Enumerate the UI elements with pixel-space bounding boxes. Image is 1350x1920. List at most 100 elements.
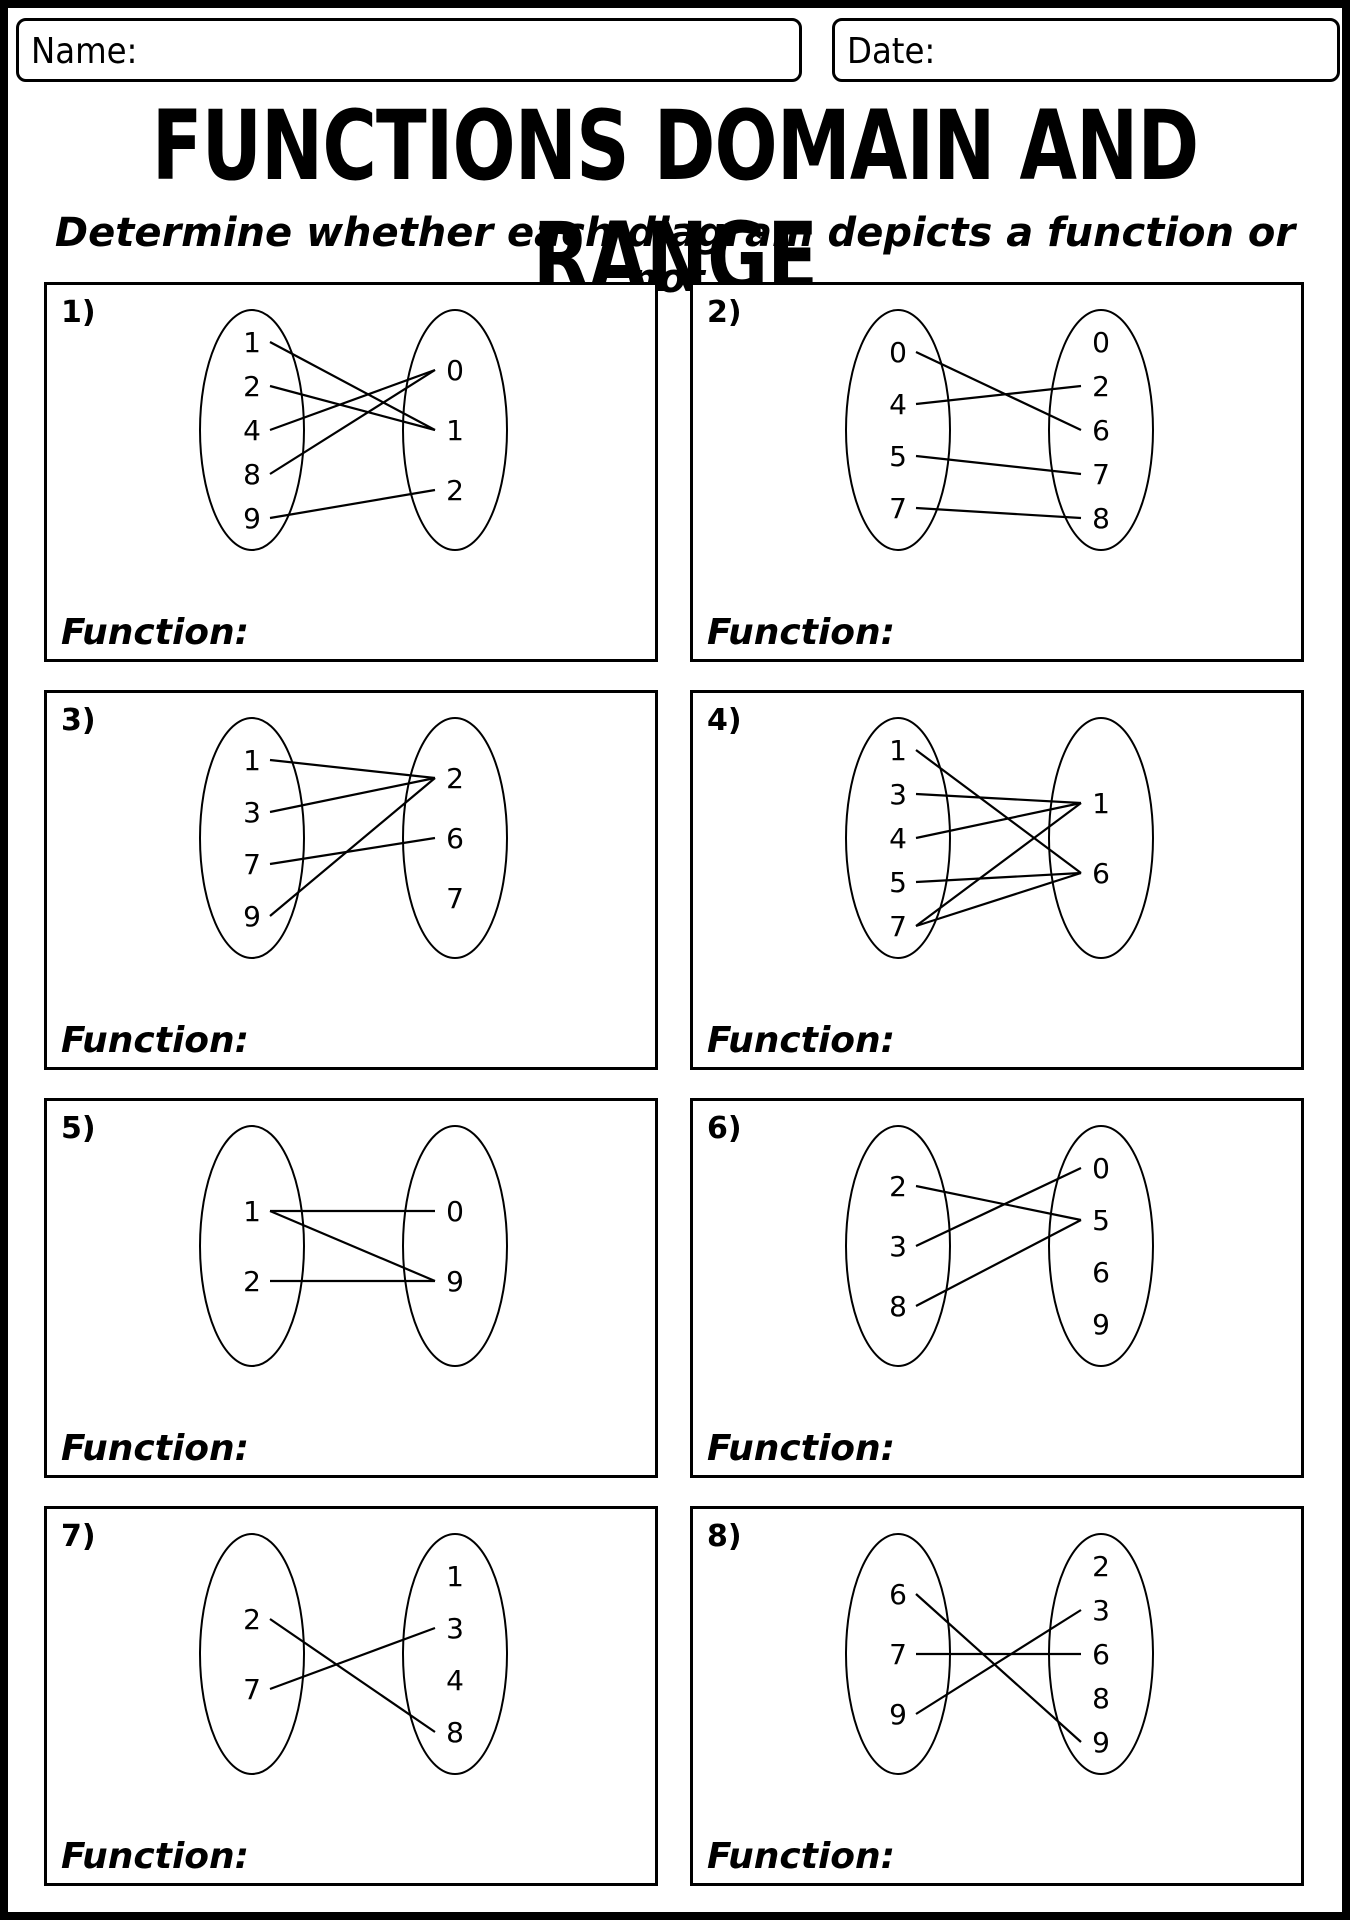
mapping-arrow (915, 1184, 1082, 1222)
domain-value: 1 (243, 326, 261, 359)
range-value: 7 (446, 882, 464, 915)
range-value: 0 (1092, 326, 1110, 359)
mapping-arrow (269, 369, 436, 475)
range-value: 6 (1092, 1638, 1110, 1671)
range-value: 9 (1092, 1308, 1110, 1341)
problem-number: 8) (707, 1519, 742, 1554)
mapping-arrow (269, 1618, 436, 1733)
range-value: 0 (446, 354, 464, 387)
range-value: 0 (446, 1195, 464, 1228)
mapping-arrow (269, 1209, 436, 1283)
function-answer-label[interactable]: Function: (707, 1428, 896, 1469)
function-answer-label[interactable]: Function: (61, 612, 250, 653)
problem-number: 1) (61, 295, 96, 330)
name-label: Name: (31, 31, 138, 72)
domain-value: 2 (243, 1603, 261, 1636)
range-value: 6 (1092, 414, 1110, 447)
domain-value: 7 (889, 492, 907, 525)
range-oval (1048, 1125, 1154, 1367)
mapping-arrow (915, 749, 1082, 874)
problem-number: 7) (61, 1519, 96, 1554)
range-oval (402, 1533, 508, 1775)
problem-number: 3) (61, 703, 96, 738)
date-field[interactable]: Date: (832, 18, 1340, 82)
problem-number: 2) (707, 295, 742, 330)
domain-value: 4 (889, 388, 907, 421)
domain-value: 9 (889, 1698, 907, 1731)
range-value: 1 (1092, 787, 1110, 820)
domain-oval (845, 309, 951, 551)
range-value: 9 (446, 1265, 464, 1298)
range-oval (402, 1125, 508, 1367)
range-oval (1048, 717, 1154, 959)
domain-value: 7 (889, 910, 907, 943)
range-oval (402, 309, 508, 551)
domain-value: 6 (889, 1578, 907, 1611)
domain-value: 3 (889, 778, 907, 811)
domain-oval (845, 1125, 951, 1367)
range-value: 1 (446, 414, 464, 447)
range-value: 3 (1092, 1594, 1110, 1627)
domain-value: 4 (889, 822, 907, 855)
domain-value: 7 (243, 848, 261, 881)
mapping-arrow (915, 792, 1082, 805)
problem-number: 6) (707, 1111, 742, 1146)
mapping-arrow (915, 801, 1082, 840)
range-value: 8 (1092, 502, 1110, 535)
domain-value: 8 (889, 1290, 907, 1323)
domain-value: 2 (243, 1265, 261, 1298)
mapping-arrow (915, 1609, 1082, 1715)
domain-value: 3 (243, 796, 261, 829)
worksheet-title: FUNCTIONS DOMAIN AND RANGE (151, 90, 1199, 314)
domain-value: 5 (889, 440, 907, 473)
mapping-arrow (269, 368, 436, 432)
date-label: Date: (847, 31, 936, 72)
domain-value: 7 (243, 1673, 261, 1706)
mapping-arrow (915, 1593, 1082, 1743)
range-value: 2 (1092, 370, 1110, 403)
mapping-arrow (269, 384, 436, 432)
range-value: 8 (1092, 1682, 1110, 1715)
domain-oval (199, 1533, 305, 1775)
instructions: Determine whether each diagram depicts a… (54, 210, 1296, 302)
domain-value: 0 (889, 336, 907, 369)
mapping-arrow (269, 758, 436, 780)
range-oval (1048, 309, 1154, 551)
function-answer-label[interactable]: Function: (707, 1836, 896, 1877)
domain-value: 1 (889, 734, 907, 767)
range-value: 2 (446, 762, 464, 795)
mapping-arrow (915, 351, 1082, 431)
mapping-diagram-4: 1 3 4 5 7 1 6 (845, 717, 1154, 959)
mapping-arrow (269, 341, 436, 431)
range-value: 6 (1092, 1256, 1110, 1289)
domain-value: 1 (243, 744, 261, 777)
domain-value: 5 (889, 866, 907, 899)
mapping-arrow (915, 1219, 1082, 1307)
range-value: 6 (1092, 857, 1110, 890)
function-answer-label[interactable]: Function: (61, 1836, 250, 1877)
name-field[interactable]: Name: (16, 18, 802, 82)
domain-value: 2 (243, 370, 261, 403)
range-value: 9 (1092, 1726, 1110, 1759)
function-answer-label[interactable]: Function: (61, 1020, 250, 1061)
domain-value: 3 (889, 1230, 907, 1263)
mapping-arrow (915, 384, 1082, 406)
domain-value: 2 (889, 1170, 907, 1203)
problem-number: 5) (61, 1111, 96, 1146)
range-value: 0 (1092, 1152, 1110, 1185)
range-value: 6 (446, 822, 464, 855)
function-answer-label[interactable]: Function: (707, 612, 896, 653)
function-answer-label[interactable]: Function: (707, 1020, 896, 1061)
function-answer-label[interactable]: Function: (61, 1428, 250, 1469)
